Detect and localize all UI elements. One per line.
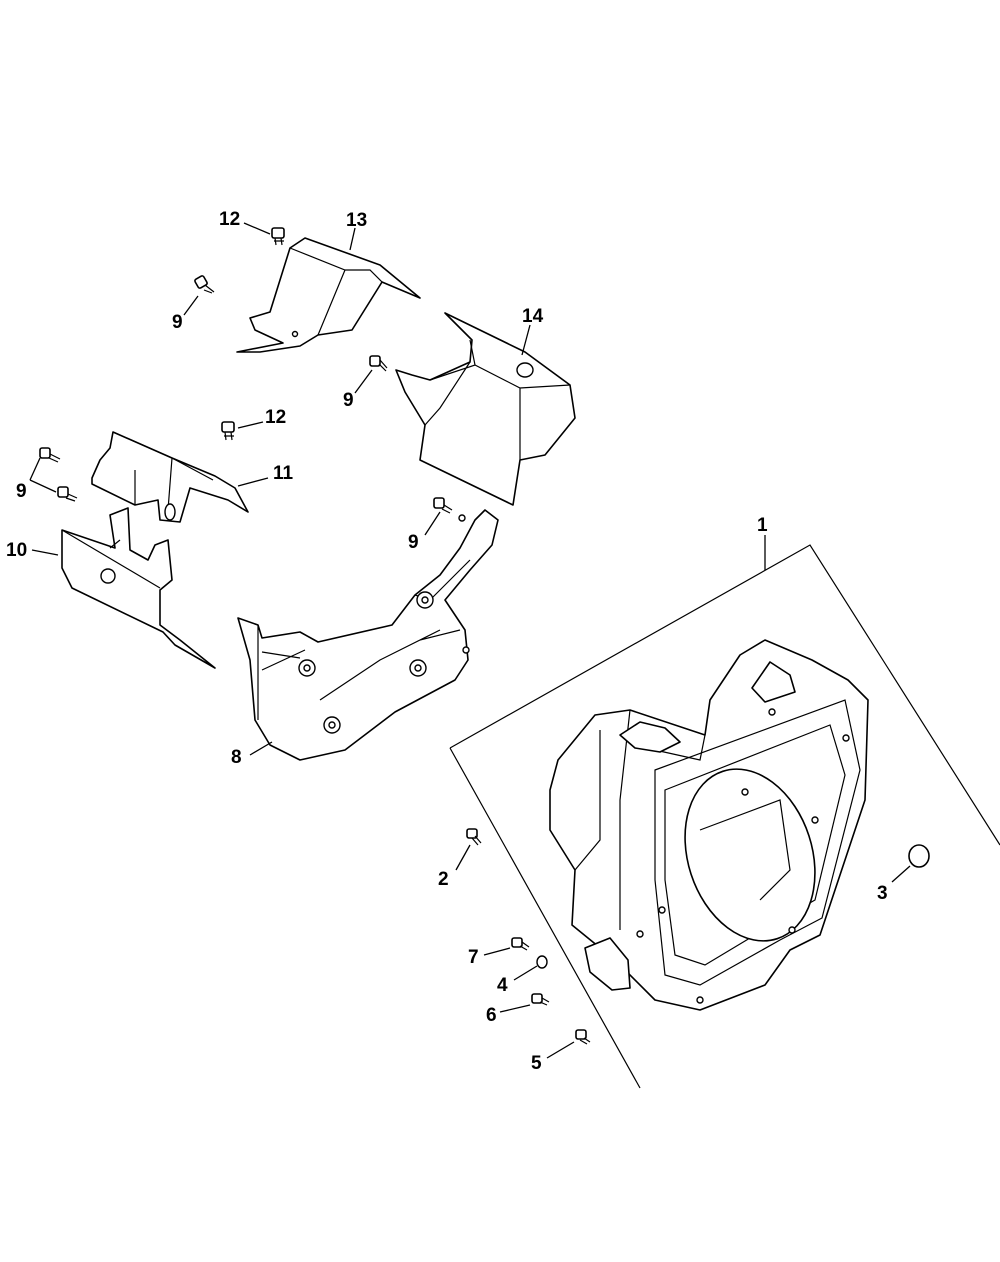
washer-4 bbox=[536, 955, 548, 969]
screw-9-c bbox=[39, 447, 61, 463]
callout-3: 3 bbox=[877, 883, 888, 904]
callout-6: 6 bbox=[486, 1005, 497, 1026]
callout-4: 4 bbox=[497, 975, 508, 996]
screw-9-b bbox=[369, 355, 388, 372]
screw-12-top bbox=[271, 227, 285, 246]
callout-2: 2 bbox=[438, 869, 449, 890]
screw-2 bbox=[466, 828, 482, 846]
callout-12-a: 12 bbox=[219, 209, 241, 230]
blower-housing-1 bbox=[549, 639, 869, 1011]
callout-9-a: 9 bbox=[172, 312, 183, 333]
baffle-14 bbox=[395, 312, 576, 506]
screw-9-a bbox=[194, 275, 215, 294]
screw-6 bbox=[531, 993, 550, 1006]
callout-9-c: 9 bbox=[16, 481, 27, 502]
screw-9-d bbox=[57, 486, 78, 502]
callout-14: 14 bbox=[522, 306, 544, 327]
screw-7 bbox=[511, 937, 530, 951]
plug-3 bbox=[908, 844, 930, 868]
baffle-10 bbox=[61, 507, 216, 669]
callout-5: 5 bbox=[531, 1053, 542, 1074]
callout-11: 11 bbox=[273, 463, 294, 484]
callout-13: 13 bbox=[346, 210, 368, 231]
callout-12-b: 12 bbox=[265, 407, 287, 428]
shroud-8 bbox=[237, 509, 499, 761]
screw-9-e bbox=[433, 497, 453, 514]
callout-9-d: 9 bbox=[408, 532, 419, 553]
leader-lines bbox=[29, 222, 911, 1059]
callout-10: 10 bbox=[6, 540, 28, 561]
callout-7: 7 bbox=[468, 947, 479, 968]
callout-1: 1 bbox=[757, 515, 768, 536]
kit-group-outline bbox=[449, 544, 1000, 1089]
bracket-11 bbox=[91, 431, 249, 523]
callout-9-b: 9 bbox=[343, 390, 354, 411]
callout-8: 8 bbox=[231, 747, 242, 768]
screw-12-mid bbox=[221, 421, 235, 441]
baffle-13 bbox=[236, 237, 421, 353]
screw-5 bbox=[575, 1029, 591, 1045]
